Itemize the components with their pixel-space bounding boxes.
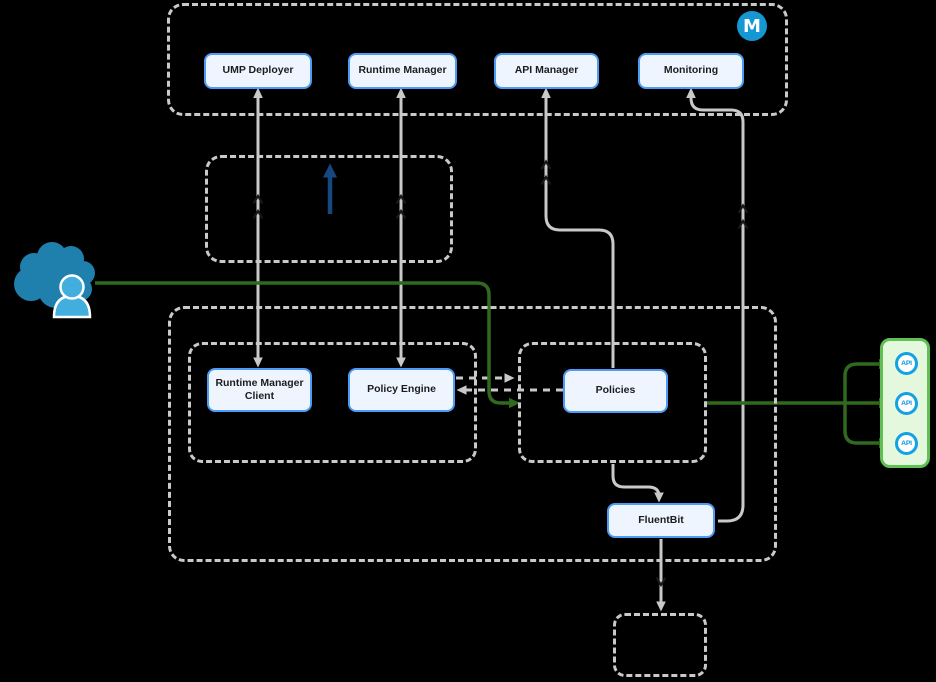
node-label: Policy Engine xyxy=(367,383,436,396)
node-label: API Manager xyxy=(514,64,579,77)
tick-log-line xyxy=(655,576,667,588)
api-endpoint-icon-1: API xyxy=(895,352,918,375)
tick-api-line xyxy=(540,159,552,186)
api-endpoint-icon-3: API xyxy=(895,432,918,455)
tick-monitoring-line xyxy=(737,203,749,230)
node-label: Monitoring xyxy=(663,64,719,77)
api-label: API xyxy=(901,440,912,447)
node-label: Policies xyxy=(595,384,636,397)
flow-policies-to-api-branches xyxy=(843,362,884,445)
api-label: API xyxy=(901,400,912,407)
middle-transit-group xyxy=(205,155,453,263)
log-destination-box xyxy=(613,613,707,677)
node-label: Runtime Manager Client xyxy=(215,376,304,402)
node-monitoring: Monitoring xyxy=(638,53,744,89)
node-fluentbit: FluentBit xyxy=(607,503,715,538)
control-plane-group xyxy=(167,3,788,116)
arrowhead-down-log-box xyxy=(656,601,666,612)
node-policies: Policies xyxy=(563,369,668,413)
user-body xyxy=(52,294,92,319)
node-policy-engine: Policy Engine xyxy=(348,368,455,412)
node-ump-deployer: UMP Deployer xyxy=(204,53,312,89)
client-subgroup xyxy=(188,342,477,463)
api-endpoint-icon-2: API xyxy=(895,392,918,415)
api-label: API xyxy=(901,360,912,367)
node-api-manager: API Manager xyxy=(494,53,599,89)
policies-subgroup xyxy=(518,342,707,463)
node-label: UMP Deployer xyxy=(222,64,294,77)
runtime-plane-group xyxy=(168,306,777,562)
mulesoft-logo-icon: M xyxy=(737,11,767,41)
node-label: FluentBit xyxy=(638,513,684,526)
node-runtime-manager: Runtime Manager xyxy=(348,53,457,89)
logo-letter: M xyxy=(743,15,761,37)
node-runtime-manager-client: Runtime Manager Client xyxy=(207,368,312,412)
user-head xyxy=(59,274,85,300)
cloud-user-icon xyxy=(14,242,95,319)
node-label: Runtime Manager xyxy=(358,64,447,77)
